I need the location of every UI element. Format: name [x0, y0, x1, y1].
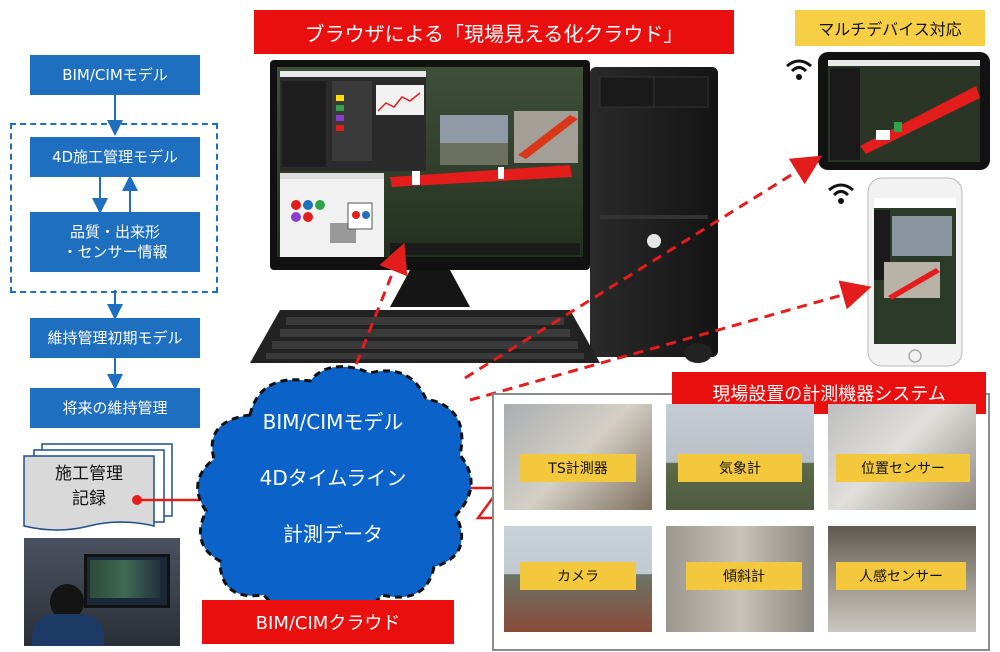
flow-future-maintenance: 将来の維持管理 [30, 388, 200, 428]
cloud-item-timeline: 4Dタイムライン [238, 462, 428, 491]
cloud-item-bim-label: BIM/CIMモデル [262, 410, 404, 434]
flow-quality-line1: 品質・出来形 [69, 222, 160, 241]
records-document-stack [23, 443, 173, 531]
cloud-banner-label: BIM/CIMクラウド [255, 613, 401, 634]
records-line2: 記録 [72, 488, 106, 509]
sensor-system-label: 現場設置の計測機器システム [712, 384, 946, 405]
sensor-label-camera-text: カメラ [557, 569, 599, 585]
arrow-cloud-to-tablet [464, 155, 823, 380]
top-banner-label: ブラウザによる「現場見える化クラウド」 [304, 21, 684, 46]
records-line1: 施工管理 [55, 464, 123, 484]
sensor-label-ts-text: TS計測器 [548, 461, 608, 477]
sensor-label-weather: 気象計 [678, 454, 802, 482]
wifi-icon [828, 183, 854, 204]
flow-arrows [92, 95, 138, 390]
mouse [684, 343, 712, 363]
multi-device-label: マルチデバイス対応 [818, 20, 962, 39]
desktop-computer [250, 60, 718, 363]
tablet-device [818, 52, 990, 170]
sensor-label-position: 位置センサー [836, 454, 970, 482]
flow-construction-model: 4D施工管理モデル [30, 137, 200, 177]
office-worker-photo [24, 538, 180, 646]
flow-quality-line2: ・センサー情報 [62, 243, 168, 261]
cloud-banner: BIM/CIMクラウド [202, 600, 454, 644]
power-button-icon [647, 234, 661, 248]
flow-bim-model: BIM/CIMモデル [30, 55, 200, 95]
records-label: 施工管理 記録 [24, 462, 154, 511]
cloud-item-measure: 計測データ [238, 518, 428, 547]
flow-bim-model-label: BIM/CIMモデル [62, 65, 168, 84]
records-connector-dot [132, 495, 142, 505]
sensor-label-tilt: 傾斜計 [686, 562, 802, 590]
pc-tower [590, 67, 718, 357]
monitor-screen [90, 560, 160, 598]
multi-device-banner: マルチデバイス対応 [795, 10, 985, 46]
worker-body [32, 614, 104, 646]
flow-future-maintenance-label: 将来の維持管理 [62, 398, 168, 417]
flow-construction-model-label: 4D施工管理モデル [51, 147, 179, 166]
sensor-label-human-text: 人感センサー [859, 569, 943, 585]
cloud-item-measure-label: 計測データ [283, 522, 383, 546]
arrow-cloud-to-monitor [348, 242, 408, 381]
cloud-item-timeline-label: 4Dタイムライン [259, 466, 407, 490]
flow-maintenance-initial: 維持管理初期モデル [30, 318, 200, 358]
sensor-label-tilt-text: 傾斜計 [723, 569, 765, 585]
flow-quality-info: 品質・出来形 ・センサー情報 [30, 212, 200, 272]
flow-maintenance-initial-label: 維持管理初期モデル [47, 328, 183, 347]
top-banner: ブラウザによる「現場見える化クラウド」 [254, 10, 734, 54]
sensor-label-weather-text: 気象計 [719, 461, 761, 477]
wifi-icon [786, 59, 812, 80]
cloud-item-bim: BIM/CIMモデル [238, 406, 428, 435]
sensor-label-human: 人感センサー [836, 562, 966, 590]
monitor-stand [390, 270, 470, 307]
sensor-label-position-text: 位置センサー [861, 461, 945, 477]
cloud-shape [196, 365, 473, 614]
sensor-label-camera: カメラ [520, 562, 636, 590]
smartphone-device [867, 177, 963, 367]
sensor-label-ts: TS計測器 [520, 454, 636, 482]
